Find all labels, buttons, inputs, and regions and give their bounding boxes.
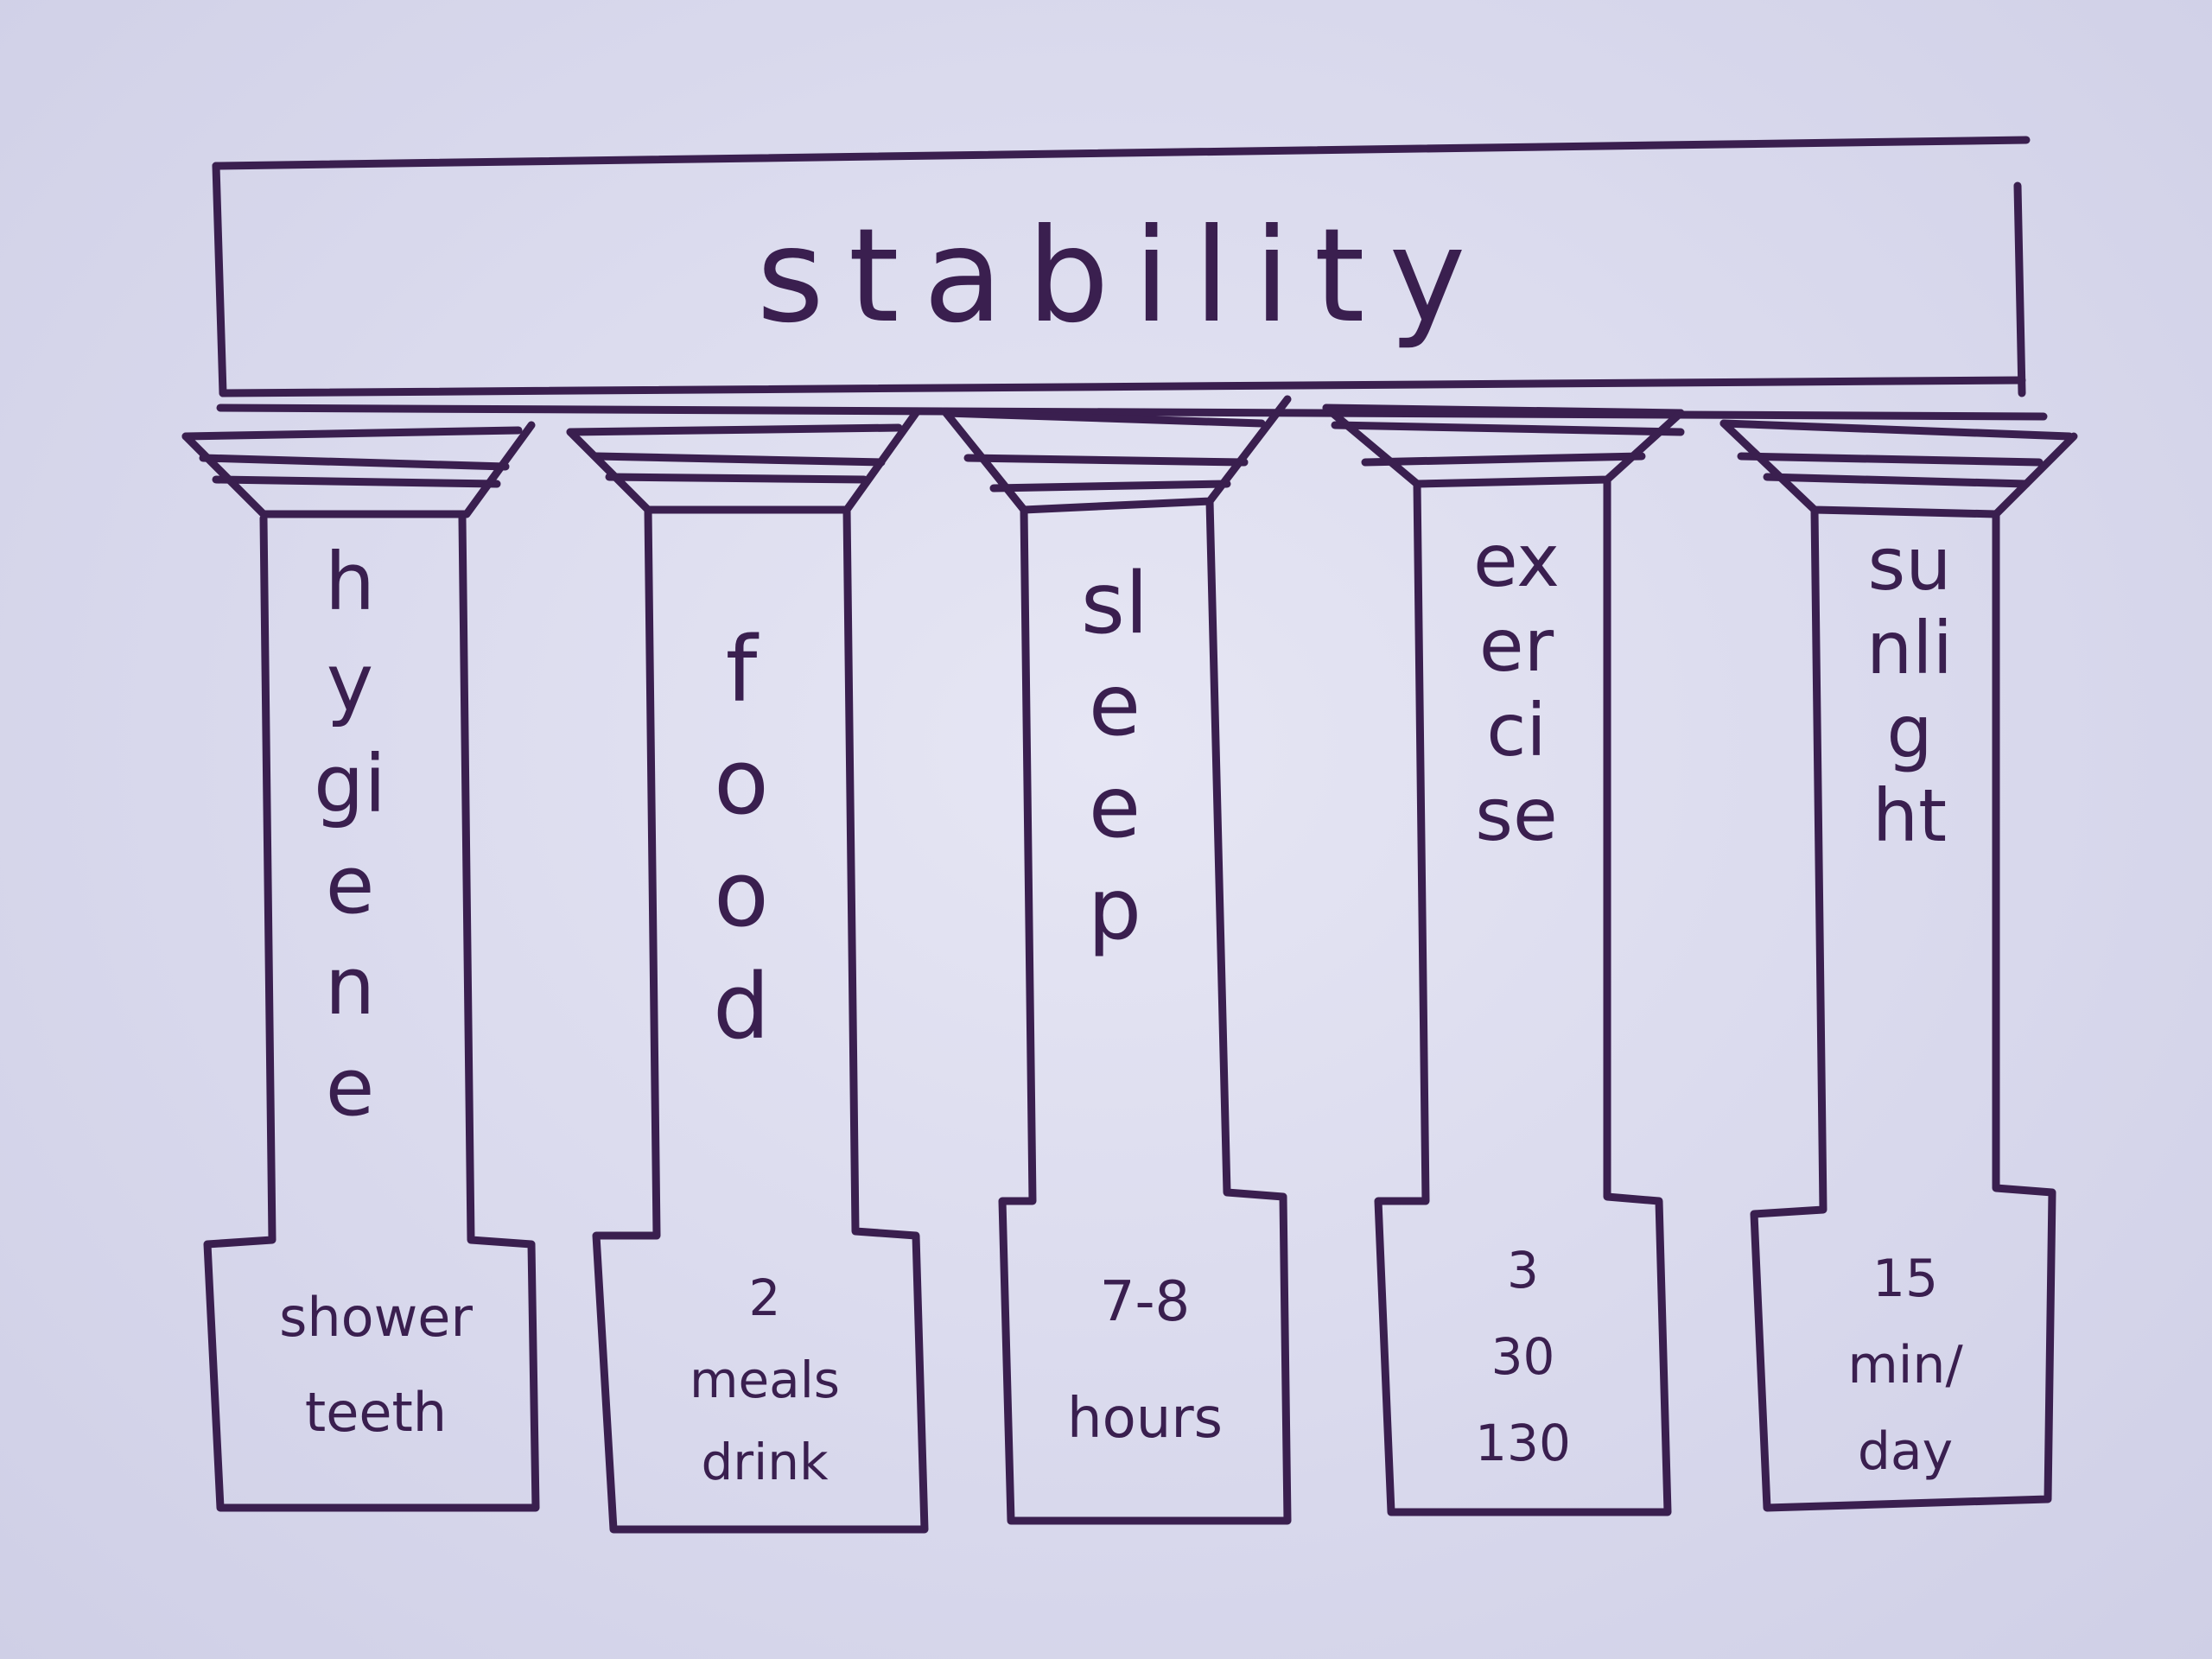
roof-title: stability (756, 201, 1491, 352)
pillar-label-food: food (712, 617, 770, 1059)
pillar-label-hygiene: hygiene (314, 536, 386, 1134)
pillar-base-sleep: 7-8 hours (1067, 1270, 1223, 1451)
pillar-4-shape (1322, 404, 1685, 1516)
pillar-3-shape (942, 395, 1292, 1525)
roof-box (212, 136, 2048, 421)
pillar-label-sunlight: sunlight (1866, 522, 1953, 858)
pillar-1-shape (181, 421, 540, 1512)
pillar-base-food: 2 meals drink (689, 1268, 841, 1491)
pillar-2-shape (566, 409, 929, 1534)
pillar-label-sleep: sleep (1080, 555, 1149, 959)
pillar-base-sunlight: 15 min/ day (1847, 1249, 1963, 1482)
pillar-5-shape (1719, 419, 2078, 1512)
pillar-base-exercise: 3 30 130 (1475, 1241, 1571, 1472)
pillar-label-exercise: exercise (1473, 518, 1560, 857)
pillar-base-hygiene: shower teeth (279, 1286, 473, 1444)
